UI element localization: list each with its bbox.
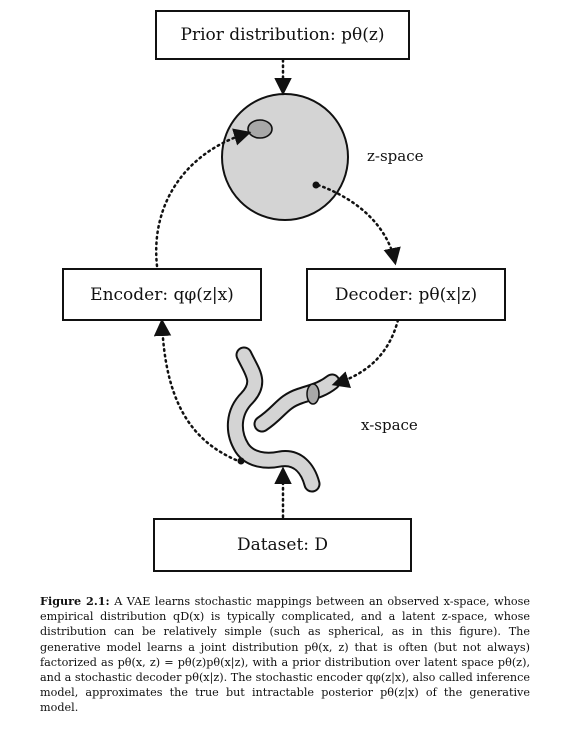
caption-label: Figure 2.1:: [40, 594, 110, 608]
x-space-manifold: [226, 346, 341, 493]
data-point: [237, 457, 245, 465]
posterior-region-x: [306, 383, 320, 405]
arrow-decoder-to-x: [331, 318, 400, 388]
dataset-box: Dataset: D: [153, 518, 412, 572]
z-space-label: z-space: [367, 147, 424, 165]
dataset-label: Dataset: D: [236, 535, 329, 555]
decoder-box: Decoder: pθ(x|z): [306, 268, 506, 321]
posterior-region-z: [247, 119, 273, 139]
latent-point: [312, 181, 320, 189]
figure-caption: Figure 2.1: A VAE learns stochastic mapp…: [40, 594, 530, 716]
vae-diagram: [153, 58, 401, 519]
encoder-box: Encoder: qφ(z|x): [62, 268, 262, 321]
arrow-encoder-to-z: [154, 128, 252, 268]
z-space-sphere: [221, 93, 349, 221]
prior-distribution-label: Prior distribution: pθ(z): [180, 25, 385, 45]
arrow-z-to-decoder: [316, 183, 401, 266]
encoder-label: Encoder: qφ(z|x): [90, 284, 234, 305]
caption-text: A VAE learns stochastic mappings between…: [40, 595, 531, 715]
x-space-label: x-space: [361, 416, 418, 434]
arrow-x-to-encoder: [153, 318, 238, 462]
decoder-label: Decoder: pθ(x|z): [334, 284, 478, 305]
prior-distribution-box: Prior distribution: pθ(z): [155, 10, 410, 60]
